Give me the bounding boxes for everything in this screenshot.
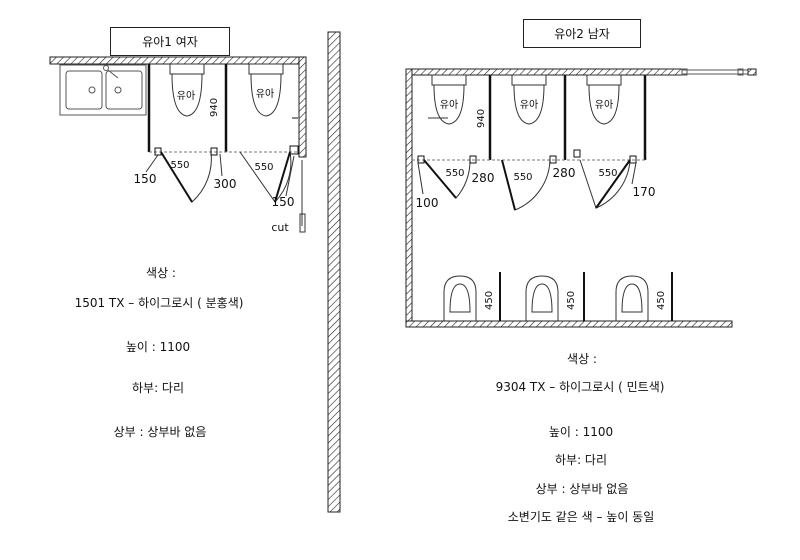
left-dim-wall-left: 150 <box>134 172 157 186</box>
left-plan-title: 유아1 여자 <box>110 27 230 56</box>
right-dim-door-3: 550 <box>598 168 617 179</box>
left-dim-wall-right: 150 <box>272 195 295 209</box>
right-color-label: 색상 : <box>567 352 597 366</box>
right-toilet-3 <box>586 74 622 125</box>
right-bottom-note: 하부: 다리 <box>554 453 608 467</box>
right-dim-gap-2: 280 <box>553 166 576 180</box>
right-urinal-3 <box>615 275 649 321</box>
right-bottom-wall <box>405 320 733 328</box>
right-dim-height: 940 <box>476 109 487 128</box>
right-urinal-dim-1: 450 <box>484 291 495 310</box>
right-urinal-note: 소변기도 같은 색 – 높이 동일 <box>507 510 655 524</box>
left-dim-door-2: 550 <box>254 162 273 173</box>
left-cut-label: cut <box>271 221 289 234</box>
left-toilet-1-label: 유아 <box>177 90 195 102</box>
right-height-note: 높이 : 1100 <box>548 425 614 439</box>
right-door-2-swing <box>501 159 551 211</box>
right-top-wall <box>405 68 683 76</box>
right-top-note: 상부 : 상부바 없음 <box>535 482 629 496</box>
left-right-wall <box>298 56 307 158</box>
right-dim-door-2: 550 <box>513 172 532 183</box>
left-bottom-note: 하부: 다리 <box>131 381 185 395</box>
right-urinal-1 <box>443 275 477 321</box>
right-urinal-2 <box>525 275 559 321</box>
right-toilet-3-label: 유아 <box>595 99 613 111</box>
right-color-value: 9304 TX – 하이그로시 ( 민트색) <box>495 380 665 394</box>
left-toilet-2-label: 유아 <box>256 88 274 100</box>
left-height-note: 높이 : 1100 <box>125 340 191 354</box>
left-plan <box>49 56 307 233</box>
right-plan <box>405 68 757 328</box>
right-door-1-swing <box>423 159 471 199</box>
right-dim-right: 170 <box>633 185 656 199</box>
center-wall <box>327 31 341 513</box>
left-dim-mid: 300 <box>214 177 237 191</box>
left-color-label: 색상 : <box>146 266 176 280</box>
double-sink <box>59 64 147 116</box>
right-toilet-2-label: 유아 <box>520 99 538 111</box>
right-plan-title: 유아2 남자 <box>523 19 641 48</box>
right-urinal-dim-2: 450 <box>566 291 577 310</box>
left-top-wall <box>49 56 306 65</box>
right-toilet-1 <box>431 74 467 125</box>
right-urinal-dim-3: 450 <box>656 291 667 310</box>
left-toilet-1 <box>169 63 205 117</box>
left-toilet-2 <box>248 63 284 117</box>
left-dim-height: 940 <box>209 98 220 117</box>
left-dim-door-1: 550 <box>170 160 189 171</box>
left-top-note: 상부 : 상부바 없음 <box>113 425 207 439</box>
right-dim-gap-1: 280 <box>472 171 495 185</box>
right-toilet-1-label: 유아 <box>440 99 458 111</box>
right-left-wall <box>405 68 413 328</box>
right-toilet-2 <box>511 74 547 125</box>
left-color-value: 1501 TX – 하이그로시 ( 분홍색) <box>74 296 244 310</box>
right-dim-door-1: 550 <box>445 168 464 179</box>
right-dim-left: 100 <box>416 196 439 210</box>
